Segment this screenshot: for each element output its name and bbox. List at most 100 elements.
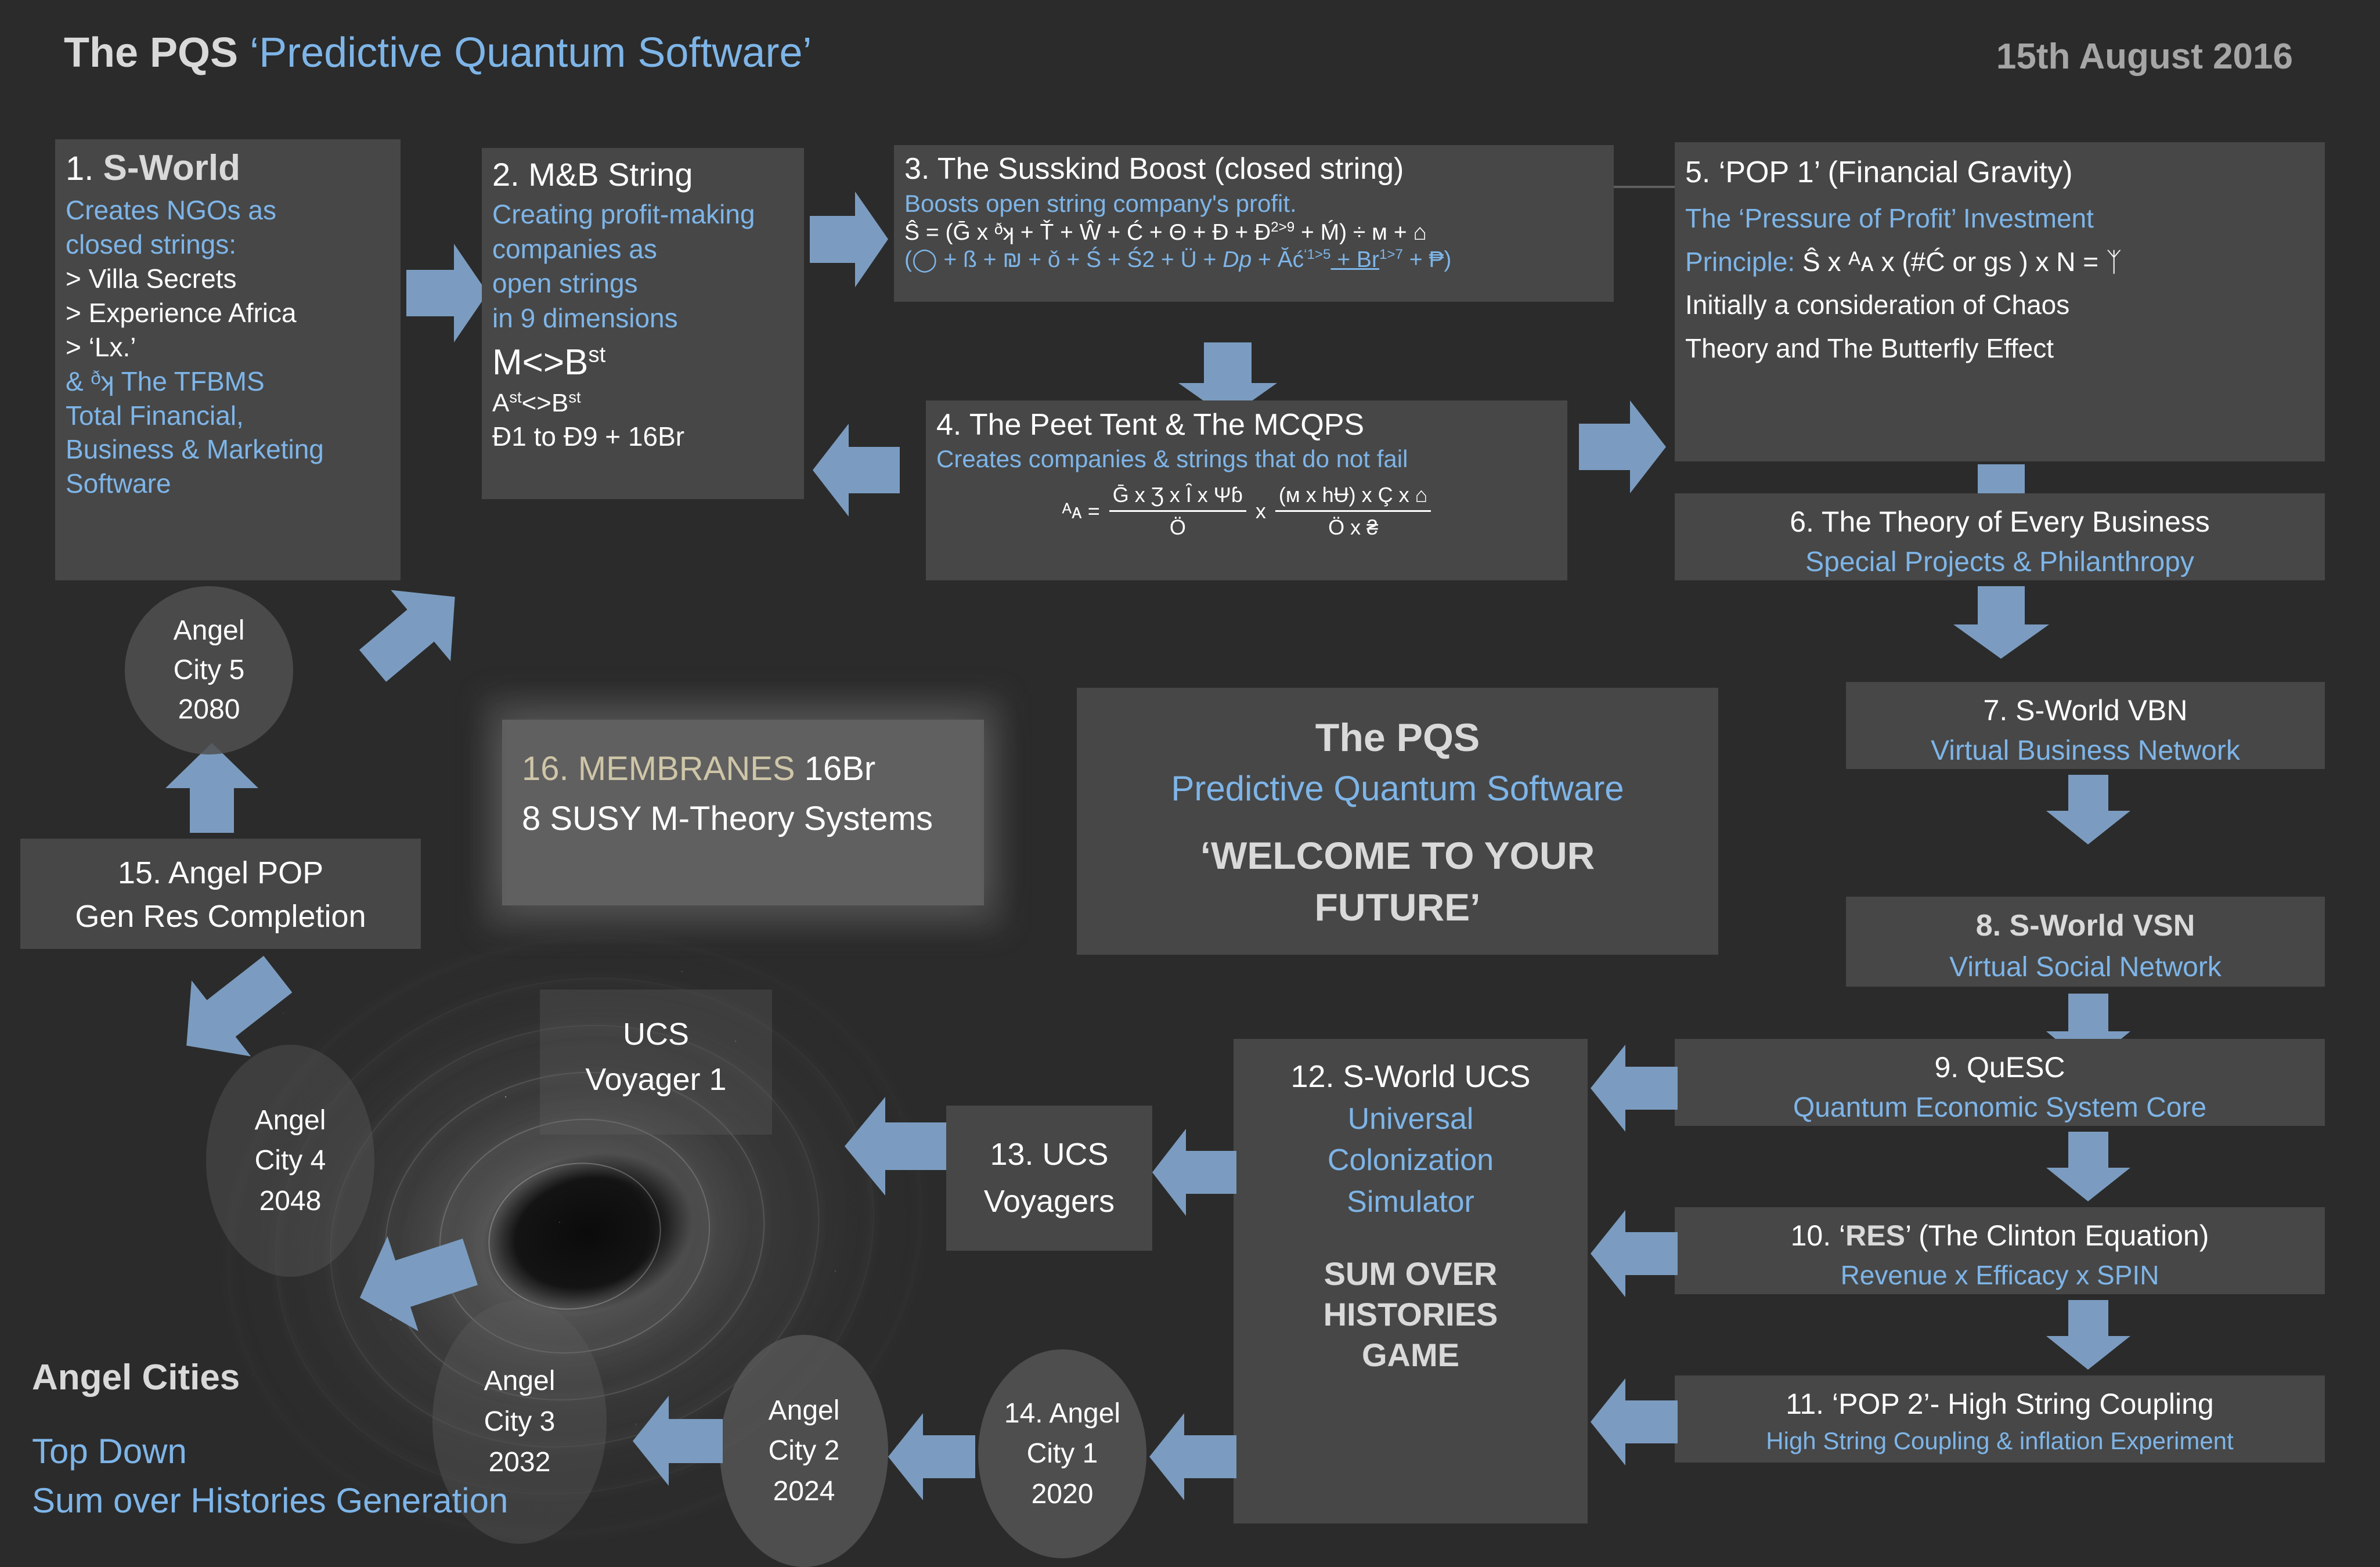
node-1-line-5: > ‘Lx.’ bbox=[66, 331, 136, 362]
node-13-ucs-voyagers[interactable]: 13. UCS Voyagers bbox=[946, 1106, 1152, 1251]
node-12-game-line-2: HISTORIES bbox=[1323, 1295, 1498, 1333]
node-14-angel-city-1[interactable]: 14. Angel City 1 2020 bbox=[978, 1349, 1146, 1558]
node-1-s-world[interactable]: 1. S-World Creates NGOs as closed string… bbox=[55, 139, 401, 580]
arrow-node11-to-node12 bbox=[1591, 1378, 1678, 1465]
node-8-subtitle: Virtual Social Network bbox=[1949, 951, 2222, 983]
node-4-peet-tent-mcqps[interactable]: 4. The Peet Tent & The MCQPS Creates com… bbox=[926, 400, 1567, 580]
node-2-equation-big: M<>Bst bbox=[492, 342, 606, 382]
node-12-game-line-1: SUM OVER bbox=[1324, 1255, 1498, 1292]
node-1-title: S-World bbox=[103, 148, 241, 188]
node-12-title: 12. S-World UCS bbox=[1290, 1059, 1531, 1094]
node-16-line-2: 8 SUSY M-Theory Systems bbox=[522, 799, 933, 837]
node-4-title: 4. The Peet Tent & The MCQPS bbox=[936, 408, 1365, 442]
arrow-node12-to-node13 bbox=[1152, 1129, 1236, 1216]
arrow-node6-to-node7 bbox=[1953, 586, 2049, 659]
center-panel-welcome-1: ‘WELCOME TO YOUR bbox=[1200, 834, 1595, 878]
node-4-equation: ᴬᴀ = Ḡ x Ʒ x Ȋ x Ψɓ Ö x (м x һɄ) x Ç x ⌂… bbox=[936, 482, 1557, 540]
date-label: 15th August 2016 bbox=[1996, 37, 2293, 77]
arrow-node9-to-node10 bbox=[2046, 1132, 2130, 1201]
node-9-subtitle: Quantum Economic System Core bbox=[1793, 1092, 2207, 1123]
node-7-s-world-vbn[interactable]: 7. S-World VBN Virtual Business Network bbox=[1846, 682, 2325, 769]
city-3-line-1: Angel bbox=[484, 1365, 556, 1396]
node-8-title: 8. S-World VSN bbox=[1975, 909, 2195, 943]
node-15-line-2: Gen Res Completion bbox=[75, 898, 366, 934]
node-3-susskind-boost[interactable]: 3. The Susskind Boost (closed string) Bo… bbox=[894, 145, 1614, 302]
node-2-equation-d: Ð1 to Ð9 + 16Br bbox=[492, 421, 685, 452]
city-3-line-2: City 3 bbox=[484, 1406, 556, 1437]
node-3-formula-bottom: (◯ + ß + ₪ + ǒ + Ś + Ś2 + Ü + Dp + Ăć‘1>… bbox=[904, 247, 1452, 273]
node-3-line-1: Boosts open string company's profit. bbox=[904, 190, 1297, 218]
arrow-node1-to-node2 bbox=[406, 244, 488, 342]
node-2-title: 2. M&B String bbox=[492, 156, 693, 193]
node-9-quesc[interactable]: 9. QuESC Quantum Economic System Core bbox=[1675, 1039, 2325, 1126]
node-8-s-world-vsn[interactable]: 8. S-World VSN Virtual Social Network bbox=[1846, 897, 2325, 987]
arrow-voyager-1-to-spiral bbox=[342, 1207, 488, 1353]
city-2-line-2: City 2 bbox=[768, 1435, 840, 1467]
arrow-city-4-to-node15 bbox=[153, 931, 312, 1089]
node-2-mb-string[interactable]: 2. M&B String Creating profit-making com… bbox=[482, 148, 804, 499]
node-7-subtitle: Virtual Business Network bbox=[1931, 735, 2240, 766]
center-panel-title: The PQS bbox=[1315, 716, 1480, 760]
node-angel-city-2[interactable]: Angel City 2 2024 bbox=[720, 1335, 888, 1567]
node-12-game-line-3: GAME bbox=[1362, 1336, 1459, 1373]
node-1-line-4: > Experience Africa bbox=[66, 297, 297, 328]
arrow-node4-to-node2 bbox=[813, 424, 900, 517]
node-12-s-world-ucs[interactable]: 12. S-World UCS Universal Colonization S… bbox=[1234, 1039, 1588, 1523]
city-2-line-3: 2024 bbox=[773, 1475, 835, 1507]
voyager-1-line-2: Voyager 1 bbox=[585, 1062, 727, 1097]
node-12-sub-3: Simulator bbox=[1347, 1185, 1474, 1219]
node-1-line-3: > Villa Secrets bbox=[66, 263, 237, 294]
page-title: The PQS ‘Predictive Quantum Software’ bbox=[64, 29, 812, 77]
node-14-line-2: City 1 bbox=[1026, 1438, 1098, 1469]
node-2-line-2: companies as bbox=[492, 233, 657, 264]
node-1-line-6: & ᶞʞ The TFBMS bbox=[66, 366, 265, 396]
arrow-node3-to-node4 bbox=[1178, 342, 1277, 418]
node-15-angel-pop[interactable]: 15. Angel POP Gen Res Completion bbox=[20, 839, 421, 949]
node-5-pop-1[interactable]: 5. ‘POP 1’ (Financial Gravity) The ‘Pres… bbox=[1675, 142, 2325, 461]
legend-line-2: Sum over Histories Generation bbox=[32, 1481, 509, 1521]
node-11-pop-2[interactable]: 11. ‘POP 2’- High String Coupling High S… bbox=[1675, 1375, 2325, 1463]
node-10-title: 10. ‘RES’ (The Clinton Equation) bbox=[1790, 1219, 2209, 1252]
center-panel-welcome-2: FUTURE’ bbox=[1314, 886, 1481, 929]
node-1-line-7: Total Financial, bbox=[66, 400, 244, 431]
node-16-membranes[interactable]: 16. MEMBRANES 16Br 8 SUSY M-Theory Syste… bbox=[502, 720, 984, 905]
node-13-line-1: 13. UCS bbox=[990, 1137, 1109, 1172]
arrow-node12-to-node14 bbox=[1149, 1413, 1236, 1500]
node-5-line-3: Initially a consideration of Chaos bbox=[1685, 290, 2070, 320]
node-angel-city-3[interactable]: Angel City 3 2032 bbox=[432, 1300, 607, 1544]
node-2-line-3: open strings bbox=[492, 268, 638, 299]
center-panel-pqs: The PQS Predictive Quantum Software ‘WEL… bbox=[1077, 688, 1718, 955]
node-5-line-1: The ‘Pressure of Profit’ Investment bbox=[1685, 203, 2094, 234]
node-angel-city-4[interactable]: Angel City 4 2048 bbox=[206, 1045, 374, 1277]
arrow-city-2-to-city-3 bbox=[633, 1396, 723, 1486]
legend-line-1: Top Down bbox=[32, 1432, 187, 1471]
city-4-line-1: Angel bbox=[254, 1105, 326, 1136]
page-title-light: ‘Predictive Quantum Software’ bbox=[250, 30, 812, 76]
node-11-subtitle: High String Coupling & inflation Experim… bbox=[1766, 1427, 2234, 1454]
node-1-line-1: Creates NGOs as bbox=[66, 195, 276, 226]
node-5-title: 5. ‘POP 1’ (Financial Gravity) bbox=[1685, 156, 2073, 189]
city-5-line-2: City 5 bbox=[173, 654, 245, 685]
legend-angel-cities: Angel Cities Top Down Sum over Histories… bbox=[32, 1352, 699, 1525]
node-9-title: 9. QuESC bbox=[1934, 1051, 2065, 1084]
city-4-line-2: City 4 bbox=[254, 1145, 326, 1176]
arrow-node7-to-node8 bbox=[2046, 775, 2130, 844]
node-6-theory-every-business[interactable]: 6. The Theory of Every Business Special … bbox=[1675, 493, 2325, 580]
node-1-line-9: Software bbox=[66, 468, 171, 499]
page-title-bold: The PQS bbox=[64, 30, 239, 76]
node-11-title: 11. ‘POP 2’- High String Coupling bbox=[1786, 1388, 2214, 1420]
node-5-principle: Principle: Ŝ x ᴬᴀ x (#Ć or gs ) x N = ᛉ bbox=[1685, 246, 2122, 277]
arrow-node15-to-city-5 bbox=[165, 743, 258, 833]
node-2-line-1: Creating profit-making bbox=[492, 198, 755, 229]
node-7-title: 7. S-World VBN bbox=[1983, 694, 2188, 727]
node-ucs-voyager-1[interactable]: UCS Voyager 1 bbox=[540, 990, 772, 1135]
arrow-city-5-to-node1 bbox=[340, 558, 487, 705]
node-angel-city-5[interactable]: Angel City 5 2080 bbox=[125, 586, 293, 754]
arrow-node10-to-node12 bbox=[1591, 1210, 1678, 1297]
arrow-node9-to-node12 bbox=[1591, 1045, 1678, 1132]
node-6-subtitle: Special Projects & Philanthropy bbox=[1805, 547, 2194, 577]
node-14-line-3: 2020 bbox=[1031, 1478, 1094, 1510]
legend-title: Angel Cities bbox=[32, 1357, 240, 1398]
node-10-res-clinton-equation[interactable]: 10. ‘RES’ (The Clinton Equation) Revenue… bbox=[1675, 1207, 2325, 1294]
